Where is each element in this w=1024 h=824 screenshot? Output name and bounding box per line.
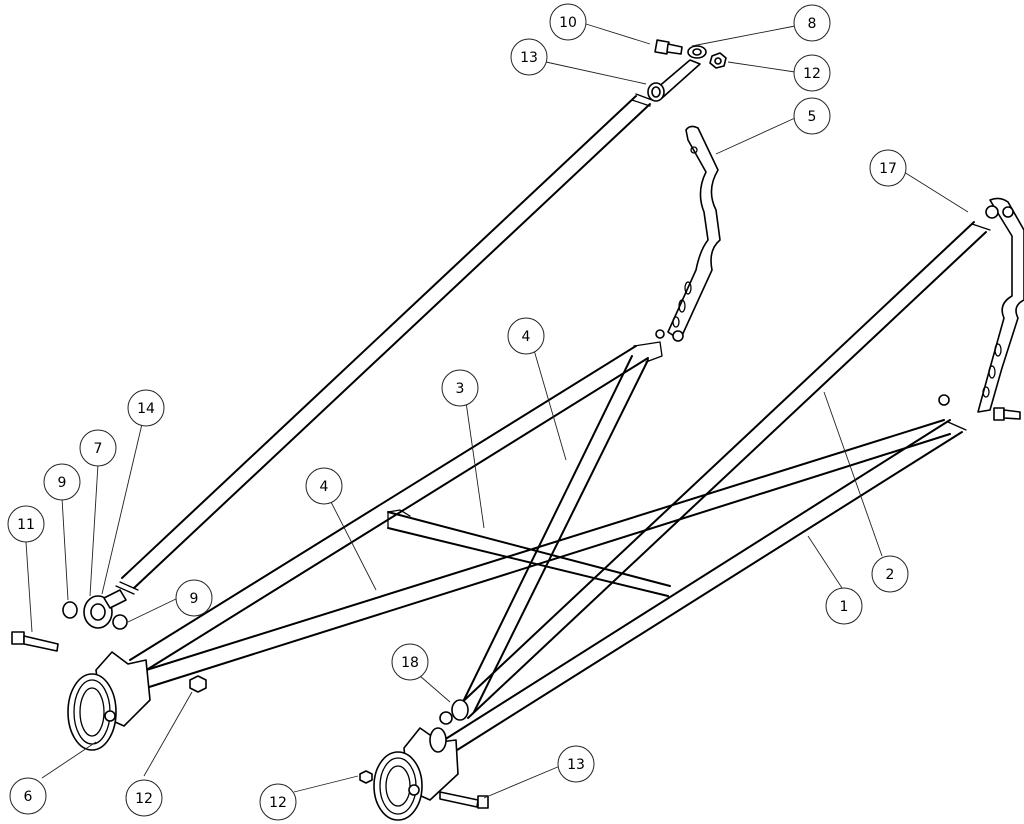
svg-text:13: 13	[520, 50, 538, 66]
nut-12-top	[709, 52, 727, 69]
callout-12-bottom: 12	[259, 783, 297, 821]
callout-17: 17	[869, 149, 907, 187]
callout-4-upper: 4	[507, 317, 545, 355]
callout-8: 8	[793, 4, 831, 42]
callout-2: 2	[871, 555, 909, 593]
rod-end-top	[647, 45, 707, 102]
svg-text:4: 4	[522, 329, 531, 345]
svg-text:6: 6	[24, 789, 33, 805]
wheel-left	[67, 651, 151, 751]
collar-18	[451, 699, 469, 721]
svg-text:18: 18	[401, 655, 419, 671]
svg-text:12: 12	[135, 791, 153, 807]
svg-text:8: 8	[808, 16, 817, 32]
svg-text:9: 9	[58, 475, 67, 491]
spacer-9-left	[62, 601, 78, 619]
callout-13-bottom: 13	[557, 745, 595, 783]
svg-text:17: 17	[879, 161, 897, 177]
svg-text:12: 12	[803, 66, 821, 82]
svg-text:5: 5	[808, 109, 817, 125]
cross-member-3	[387, 509, 671, 597]
svg-text:11: 11	[17, 517, 35, 533]
diagonal-brace	[459, 355, 649, 713]
bolt-11	[11, 631, 59, 652]
long-strut-upper	[115, 93, 653, 595]
callout-13-top: 13	[510, 38, 548, 76]
callout-10-top: 10	[549, 3, 587, 41]
callout-12-bottom-left: 12	[125, 779, 163, 817]
callout-4-lower: 4	[305, 467, 343, 505]
bracket-plate-5	[655, 125, 721, 342]
callout-12-top: 12	[793, 54, 831, 92]
callout-18: 18	[391, 643, 429, 681]
callout-7: 7	[79, 429, 117, 467]
svg-text:2: 2	[886, 567, 895, 583]
callout-9-left: 9	[43, 463, 81, 501]
leader-lines	[25, 23, 969, 799]
callout-1: 1	[825, 587, 863, 625]
bolt-right	[993, 407, 1021, 421]
svg-text:1: 1	[840, 599, 849, 615]
svg-text:10: 10	[559, 15, 577, 31]
nut-12-bottom	[359, 770, 373, 784]
callout-5: 5	[793, 97, 831, 135]
spacer-9-right	[112, 614, 128, 630]
nut-12-left	[189, 675, 207, 693]
cross-tube-4-upper	[129, 341, 663, 675]
wheel-right	[373, 711, 459, 821]
callout-6: 6	[9, 777, 47, 815]
svg-text:12: 12	[269, 795, 287, 811]
bolt-10-top	[654, 39, 683, 55]
callout-11: 11	[7, 505, 45, 543]
svg-text:4: 4	[320, 479, 329, 495]
svg-text:7: 7	[94, 441, 103, 457]
bracket-plate-17	[938, 197, 1024, 413]
svg-text:14: 14	[137, 401, 155, 417]
callout-3: 3	[441, 369, 479, 407]
long-strut-1	[443, 419, 967, 753]
svg-text:13: 13	[567, 757, 585, 773]
svg-text:9: 9	[190, 591, 199, 607]
callout-9-right: 9	[175, 579, 213, 617]
callout-14: 14	[127, 389, 165, 427]
svg-text:3: 3	[456, 381, 465, 397]
bolt-13-bottom	[439, 791, 489, 809]
rod-end-left	[83, 589, 127, 629]
long-strut-2	[455, 221, 991, 719]
